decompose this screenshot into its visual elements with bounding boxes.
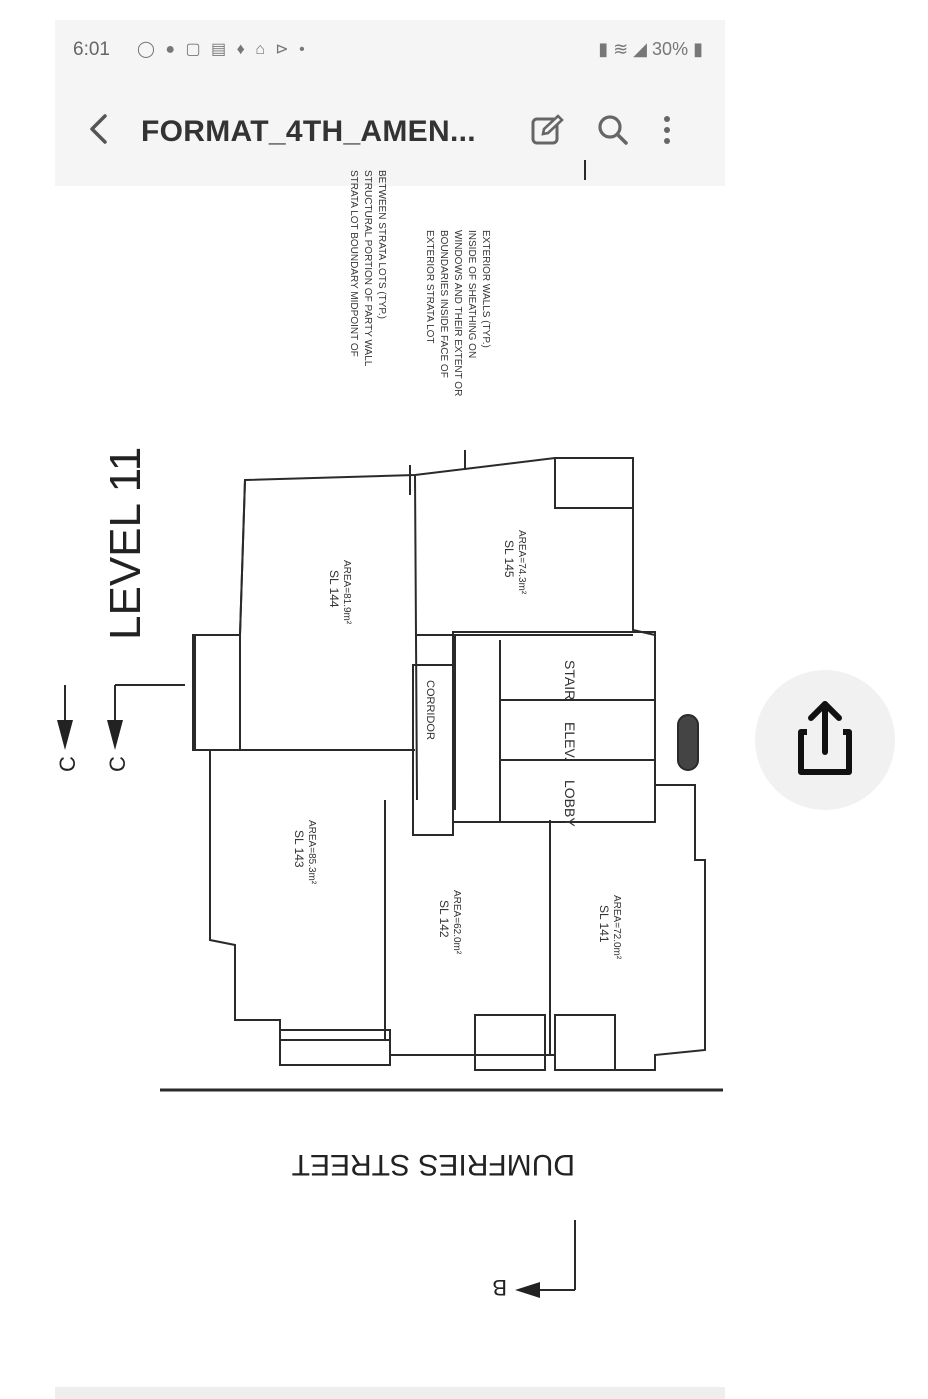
share-button[interactable] [755,670,895,810]
notification-icons: ◯ ● ▢ ▤ ♦ ⌂ ⊳ • [137,41,308,58]
more-vertical-icon [664,116,670,144]
note-1-line: STRATA LOT BOUNDARY MIDPOINT OF [348,170,359,357]
section-c-label-1: C [55,756,80,772]
bottom-bar [55,1387,725,1399]
plan-outline [192,457,706,1071]
note-2-line: EXTERIOR WALLS (TYP.) [480,230,491,348]
note-2-line: BOUNDARIES INSIDE FACE OF [438,230,449,378]
signal-icon: ▮ ≋ ◢ [598,39,648,59]
battery-level: 30% [652,39,689,59]
phone-screen: 6:01 ◯ ● ▢ ▤ ♦ ⌂ ⊳ • ▮ ≋ ◢ 30% ▮ FORMAT_… [55,20,725,1395]
strata-lot-area: AREA=81.9m² [341,560,352,625]
stair-label: STAIR [562,660,578,700]
search-icon [598,115,628,145]
status-bar: 6:01 ◯ ● ▢ ▤ ♦ ⌂ ⊳ • ▮ ≋ ◢ 30% ▮ [55,20,725,82]
strata-lot-id: SL 145 [502,540,516,578]
strata-lot-id: SL 143 [292,830,306,868]
note-2-line: EXTERIOR STRATA LOT [424,230,435,344]
level-label: LEVEL 11 [101,447,150,640]
note-1-line: BETWEEN STRATA LOTS (TYP.) [376,170,387,319]
floor-plan-drawing: LEVEL 11 C C B DUMFRIES STREET STRATA LO… [55,160,723,1300]
app-bar: FORMAT_4TH_AMEN... [55,82,725,186]
corridor [412,664,454,836]
battery-icon: ▮ [693,39,703,59]
status-time: 6:01 [73,39,110,60]
edit-button[interactable] [527,110,567,150]
chevron-left-icon [90,114,107,144]
section-b-label: B [492,1275,507,1300]
note-2-line: WINDOWS AND THEIR EXTENT OR [452,230,463,396]
document-title: FORMAT_4TH_AMEN... [141,115,476,148]
strata-lot-area: AREA=74.3m² [516,530,527,595]
note-2-line: INSIDE OF SHEATHING ON [466,230,477,358]
note-1-line: STRUCTURAL PORTION OF PARTY WALL [362,170,373,367]
strata-lot-area: AREA=72.0m² [611,895,622,960]
back-button[interactable] [85,112,111,152]
strata-lot-id: SL 144 [327,570,341,608]
strata-lot-area: AREA=85.3m² [306,820,317,885]
core-block [452,631,656,823]
street-label: DUMFRIES STREET [292,1148,575,1181]
edit-icon [531,114,564,145]
strata-lot-area: AREA=62.0m² [451,890,462,955]
elevator-label: ELEV. [562,722,578,760]
status-right: ▮ ≋ ◢ 30% ▮ [598,39,703,60]
section-c-label-2: C [105,756,130,772]
share-icon [798,701,852,775]
strata-lot-id: SL 141 [597,905,611,943]
strata-lot-id: SL 142 [437,900,451,938]
corridor-label: CORRIDOR [424,680,436,740]
more-options-button[interactable] [652,110,682,150]
lobby-label: LOBBY [562,780,578,827]
search-button[interactable] [593,110,633,150]
